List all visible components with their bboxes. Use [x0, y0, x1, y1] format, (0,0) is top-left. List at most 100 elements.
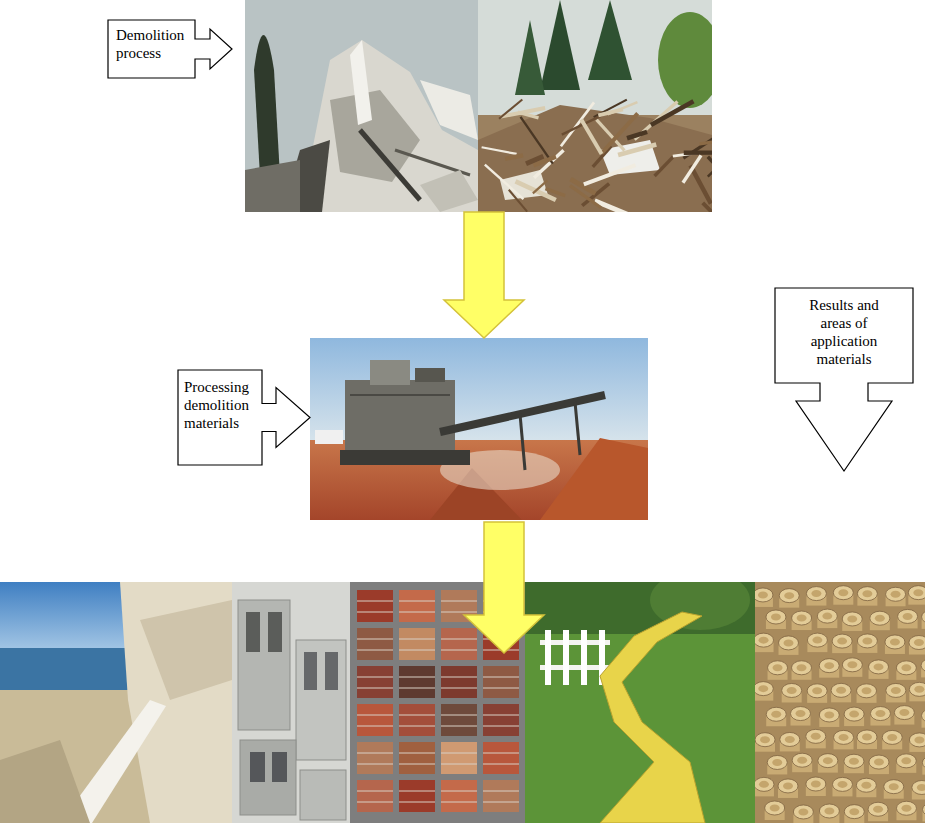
pellet: [849, 711, 859, 718]
pellet: [922, 756, 925, 775]
pellet: [834, 730, 854, 749]
pellet: [847, 615, 857, 622]
mortar-line: [483, 715, 519, 716]
brick-swatch: [483, 704, 519, 736]
brick-swatch: [399, 590, 435, 622]
callout-text: Processing demolition materials: [184, 378, 256, 432]
pellet: [896, 801, 916, 820]
pellet: [868, 802, 888, 821]
mortar-line: [441, 726, 477, 727]
pellet: [890, 638, 900, 645]
pellet: [869, 755, 889, 774]
pellet: [784, 639, 794, 646]
pellet: [768, 661, 788, 680]
pellet: [857, 634, 877, 653]
rubble-photo: [330, 90, 420, 182]
blocks-photo: [250, 752, 265, 782]
mortar-line: [483, 688, 519, 689]
pellet: [771, 614, 781, 621]
crusher-photo: [520, 414, 525, 470]
pellet: [899, 709, 909, 716]
pellet: [819, 659, 839, 673]
pellet: [868, 802, 888, 816]
brick-swatch: [357, 742, 393, 774]
pellet: [887, 734, 897, 741]
crusher-photo: [370, 360, 410, 385]
pellet: [908, 586, 925, 605]
callout-outline: [178, 370, 310, 465]
brick-swatch: [441, 666, 477, 698]
debris-stick: [683, 155, 701, 182]
mortar-line: [441, 688, 477, 689]
pellet: [790, 707, 810, 726]
pellets-photo: [755, 582, 925, 823]
pellet: [793, 805, 813, 823]
debris-stick: [598, 109, 623, 115]
coast-photo: [140, 600, 232, 700]
pellet: [903, 613, 913, 620]
pellet: [807, 684, 827, 703]
pellet: [869, 660, 889, 674]
pellet: [831, 683, 851, 702]
pellet: [797, 664, 807, 671]
pellet: [896, 754, 916, 773]
mortar-line: [357, 677, 393, 678]
pellet: [811, 781, 821, 788]
mortar-line: [399, 764, 435, 765]
blocks-photo: [272, 752, 287, 782]
pellet: [839, 734, 849, 741]
brick-swatch: [483, 666, 519, 698]
pellet: [873, 806, 883, 813]
blocks-photo: [238, 600, 290, 730]
mortar-line: [357, 715, 393, 716]
mortar-line: [399, 612, 435, 613]
rubble-photo: [245, 160, 300, 212]
pellet: [834, 730, 854, 744]
debris-stick: [627, 132, 647, 138]
pellet: [891, 591, 901, 598]
debris-photo: [478, 105, 712, 212]
crusher-photo: [345, 380, 455, 450]
debris-stick: [521, 117, 553, 164]
pellet: [755, 682, 773, 696]
pellet: [832, 777, 852, 796]
debris-stick: [700, 139, 712, 144]
mortar-line: [441, 612, 477, 613]
callout-arrow: Results and areas of application materia…: [775, 288, 913, 471]
pellet: [870, 611, 890, 630]
pellet: [886, 683, 906, 697]
pellet: [912, 780, 925, 794]
brick-swatch: [441, 666, 477, 698]
mortar-line: [399, 601, 435, 602]
debris-stick: [618, 145, 656, 156]
pellet: [831, 683, 851, 697]
blocks-photo: [240, 740, 296, 815]
flow-arrow: [464, 522, 544, 653]
pellet: [792, 661, 812, 680]
mortar-line: [441, 753, 477, 754]
pellet: [783, 782, 793, 789]
pellet: [760, 736, 770, 743]
pellet: [806, 729, 826, 743]
pellet: [885, 635, 905, 654]
brick-swatch: [357, 628, 393, 660]
pellet: [842, 658, 862, 672]
callout-text: Demolition process: [116, 26, 187, 62]
pellet: [795, 710, 805, 717]
pellet: [836, 687, 846, 694]
pellet: [806, 587, 826, 601]
pellet: [807, 684, 827, 698]
pellet: [862, 687, 872, 694]
pellet: [842, 658, 862, 677]
pellets-photo: [755, 582, 925, 823]
debris-stick: [593, 146, 611, 167]
pellet: [832, 777, 852, 791]
mortar-line: [483, 753, 519, 754]
pellet: [798, 808, 808, 815]
pellet: [884, 780, 904, 799]
brick-swatch: [357, 742, 393, 774]
debris-stick: [526, 156, 543, 163]
pellet: [849, 758, 859, 765]
brick-swatch: [399, 704, 435, 736]
